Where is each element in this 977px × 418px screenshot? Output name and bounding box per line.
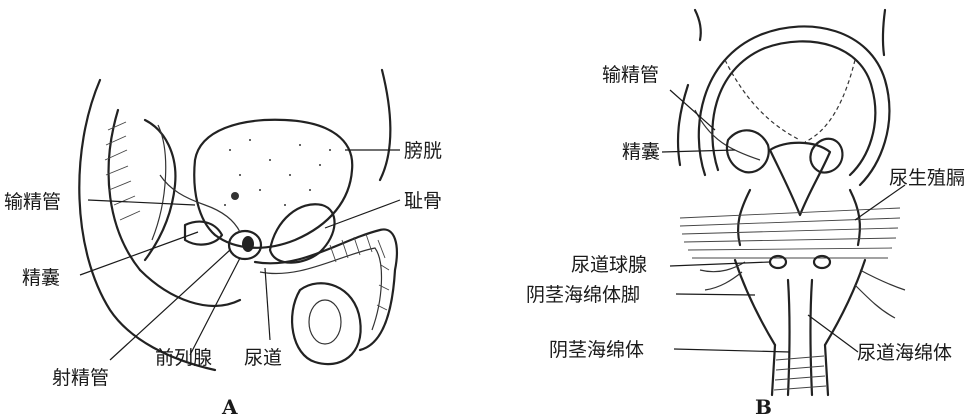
leader-vas-deferens-a [88, 200, 195, 205]
leader-seminal-vesicle-b [662, 150, 735, 152]
leader-bulbourethral-gland [670, 262, 770, 266]
label-urethra: 尿道 [244, 347, 282, 369]
abdominal-wall [380, 70, 390, 180]
vas-deferens-b [678, 85, 688, 165]
seminal-vesicle-a [185, 222, 222, 245]
panel-a-illustration [79, 70, 397, 370]
leader-vas-deferens-b [670, 90, 715, 130]
label-seminal-vesicle-a: 精囊 [22, 267, 60, 289]
label-corpus-spongiosum: 尿道海绵体 [857, 342, 952, 364]
sacrum-hatching [105, 122, 140, 220]
pubic-bone [270, 204, 335, 262]
label-vas-deferens-a: 输精管 [4, 191, 61, 213]
urogenital-diaphragm-fibers [680, 208, 900, 258]
label-ejaculatory-duct: 射精管 [52, 367, 109, 389]
leader-prostate [190, 258, 240, 355]
leader-corpus-cavernosum [674, 349, 790, 352]
seminal-vesicle-b [727, 130, 769, 172]
label-bulbourethral-gland: 尿道球腺 [571, 254, 647, 276]
label-vas-deferens-b: 输精管 [602, 64, 659, 86]
ureter-right [805, 60, 855, 142]
label-corpus-cavernosum: 阴茎海绵体 [549, 339, 644, 361]
sacrum-curve [109, 110, 140, 270]
bladder-neck [770, 143, 830, 215]
leader-urogenital-diaphragm [855, 185, 905, 220]
label-pubis: 耻骨 [404, 190, 442, 212]
bladder-stipple [224, 139, 331, 206]
label-prostate: 前列腺 [155, 347, 212, 369]
label-seminal-vesicle-b: 精囊 [622, 141, 660, 163]
panel-b-label: B [755, 395, 772, 418]
panel-a-label: A [221, 395, 238, 418]
label-bladder: 膀胱 [404, 140, 442, 162]
scrotum [292, 283, 361, 364]
leader-corpus-spongiosum [808, 315, 858, 352]
testis [309, 300, 341, 344]
penis-outline [255, 229, 397, 350]
leader-crus-penis [676, 294, 755, 295]
rectum [145, 120, 175, 260]
label-urogenital-diaphragm: 尿生殖膈 [889, 167, 965, 189]
penis-shaft-hatching [774, 356, 826, 390]
ureter-left [725, 60, 800, 140]
panel-b-illustration [678, 10, 905, 395]
leader-pubis [325, 200, 400, 228]
leader-urethra [265, 268, 270, 340]
label-crus-penis: 阴茎海绵体脚 [526, 284, 640, 306]
